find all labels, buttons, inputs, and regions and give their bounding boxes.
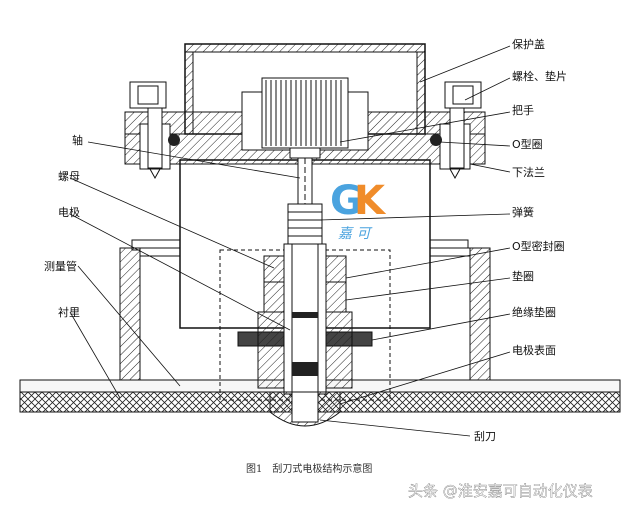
scraper-tip — [269, 391, 341, 427]
label-scraper: 刮刀 — [474, 429, 496, 443]
label-o-ring-seal: O型密封圈 — [512, 239, 565, 253]
handle — [241, 77, 369, 159]
svg-text:K: K — [354, 178, 387, 224]
label-lower-flange: 下法兰 — [512, 165, 545, 179]
label-electrode: 电极 — [58, 205, 80, 219]
svg-text:G: G — [330, 178, 363, 224]
spring — [287, 203, 323, 245]
label-lining: 衬里 — [58, 306, 80, 319]
label-measuring-tube: 测量管 — [44, 259, 77, 273]
label-shaft: 轴 — [72, 133, 83, 147]
electrode-assembly — [237, 243, 373, 395]
figure-caption: 图1 刮刀式电极结构示意图 — [246, 462, 372, 475]
label-protective-cover: 保护盖 — [512, 37, 545, 51]
label-o-ring: O型圈 — [512, 137, 543, 151]
leader-lines — [69, 45, 511, 437]
watermark: 头条 @淮安嘉可自动化仪表 — [408, 482, 593, 500]
label-washer: 垫圈 — [512, 269, 534, 283]
gk-logo: G K 嘉 可 — [330, 178, 387, 242]
label-spring: 弹簧 — [512, 205, 534, 219]
label-nut: 螺母 — [58, 170, 80, 183]
label-bolt-washer: 螺栓、垫片 — [512, 69, 567, 83]
label-handle: 把手 — [512, 103, 534, 117]
shaft — [297, 157, 313, 207]
logo-subtext: 嘉 可 — [338, 226, 372, 242]
o-rings — [168, 134, 442, 146]
label-electrode-surface: 电极表面 — [512, 343, 556, 357]
label-insulating-washer: 绝缘垫圈 — [512, 305, 556, 319]
